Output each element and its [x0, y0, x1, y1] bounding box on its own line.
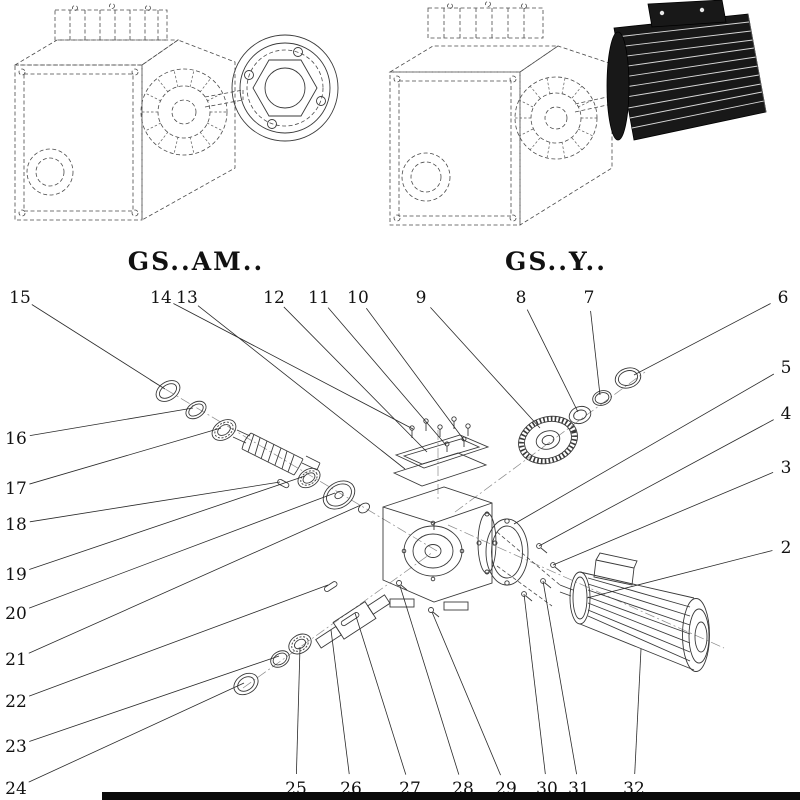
- part-circlip-7: [592, 390, 612, 406]
- part-circlip-23: [270, 650, 290, 668]
- leader-line-30: [523, 593, 546, 775]
- assembly-dashes-motor: [496, 531, 561, 607]
- bottom-edge-bar: [102, 792, 800, 800]
- part-worm-shaft: [232, 429, 321, 476]
- part-number-4: 4: [781, 404, 792, 424]
- part-bearing-25: [288, 633, 312, 655]
- leader-line-31: [542, 580, 577, 775]
- part-number-15: 15: [9, 288, 31, 308]
- part-gear-9: [518, 415, 578, 465]
- leader-line-24: [28, 682, 245, 783]
- leader-line-5: [513, 373, 775, 525]
- part-screw-28: [396, 580, 408, 591]
- leader-line-16: [29, 407, 194, 437]
- part-number-18: 18: [5, 515, 27, 535]
- leader-line-7: [590, 310, 601, 396]
- variant-label-gs-am: GS..AM..: [128, 247, 264, 276]
- part-number-12: 12: [263, 288, 285, 308]
- axis-input-shaft: [149, 379, 438, 552]
- part-number-17: 17: [5, 479, 27, 499]
- part-number-23: 23: [5, 737, 27, 757]
- leader-line-2: [586, 550, 773, 599]
- part-key-22: [324, 581, 338, 592]
- part-gear-20: [322, 480, 356, 510]
- motor-illustration: [606, 0, 767, 141]
- part-number-11: 11: [308, 288, 330, 308]
- gs-y-illustration: GS..Y..: [388, 0, 767, 276]
- part-ring-21: [358, 502, 370, 514]
- part-number-5: 5: [781, 358, 792, 378]
- part-screw-29: [428, 607, 440, 618]
- leader-line-12: [283, 306, 428, 453]
- part-bearing-19: [297, 467, 321, 489]
- variant-label-gs-y: GS..Y..: [505, 247, 607, 276]
- part-number-13: 13: [176, 288, 198, 308]
- part-number-20: 20: [5, 604, 27, 624]
- leader-line-28: [399, 585, 460, 775]
- part-number-7: 7: [584, 288, 595, 308]
- gs-am-illustration: GS..AM..: [13, 3, 339, 276]
- part-number-21: 21: [5, 650, 27, 670]
- part-cover-12: [394, 434, 490, 469]
- part-seal-15: [155, 380, 181, 402]
- part-key-18: [277, 478, 290, 489]
- part-cover-screws-14: [409, 416, 471, 438]
- leader-line-25: [295, 646, 301, 775]
- leader-line-14: [173, 303, 414, 430]
- part-output-shaft: [315, 594, 391, 649]
- part-number-10: 10: [347, 288, 369, 308]
- part-ring-6: [614, 367, 642, 389]
- leader-line-22: [28, 584, 329, 697]
- leader-line-17: [29, 427, 222, 485]
- part-number-3: 3: [781, 458, 792, 478]
- part-washer-8: [568, 405, 592, 425]
- part-circlip-16: [185, 400, 207, 420]
- axis-output-shaft: [242, 551, 434, 689]
- leader-line-9: [430, 307, 541, 429]
- part-number-16: 16: [5, 429, 27, 449]
- part-number-9: 9: [416, 288, 427, 308]
- axis-gear-shaft: [454, 371, 646, 513]
- leader-line-21: [28, 504, 362, 654]
- part-screws-10-11: [444, 436, 467, 452]
- part-screws-mounting: [521, 543, 562, 602]
- leader-line-18: [29, 481, 281, 523]
- leader-line-26: [330, 629, 350, 775]
- part-cover-flange-5: [485, 518, 529, 586]
- part-bearing-17: [211, 419, 237, 441]
- part-number-24: 24: [5, 779, 27, 799]
- leader-line-15: [31, 304, 166, 390]
- gearbox-housing-dashed: [13, 3, 244, 221]
- leader-line-8: [526, 309, 579, 413]
- part-number-19: 19: [5, 565, 27, 585]
- leader-line-11: [327, 307, 447, 446]
- part-housing: [382, 486, 498, 611]
- exploded-view: [149, 367, 725, 696]
- part-seal-24: [233, 672, 259, 696]
- part-number-14: 14: [150, 288, 172, 308]
- leader-line-19: [29, 475, 306, 570]
- part-number-2: 2: [781, 538, 792, 558]
- leader-line-27: [354, 612, 407, 775]
- leader-line-13: [197, 305, 406, 470]
- leader-line-23: [29, 655, 280, 742]
- gearbox-housing-dashed-2: [388, 1, 613, 226]
- part-number-22: 22: [5, 692, 27, 712]
- part-number-6: 6: [778, 288, 789, 308]
- leader-line-3: [552, 472, 774, 566]
- part-motor: [559, 552, 710, 672]
- leader-line-32: [634, 648, 642, 775]
- leader-line-10: [366, 308, 465, 441]
- leader-line-4: [538, 419, 774, 547]
- leader-line-6: [633, 303, 771, 376]
- part-number-8: 8: [516, 288, 527, 308]
- leader-line-29: [431, 611, 501, 776]
- leader-line-20: [28, 492, 336, 609]
- output-flange: [231, 34, 339, 142]
